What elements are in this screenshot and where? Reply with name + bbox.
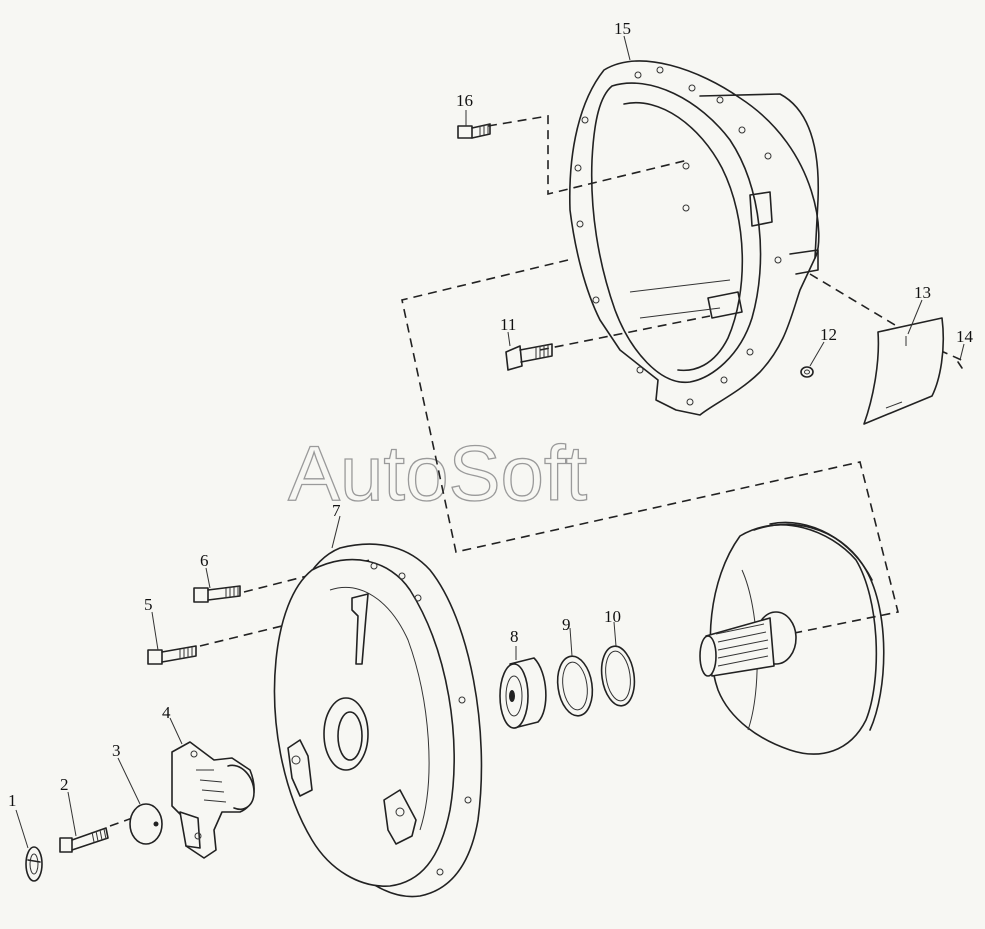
callout-3: 3 [112,741,121,760]
callout-labels: 1 2 3 4 5 6 7 8 9 10 11 12 13 14 15 16 [8,19,974,810]
cover-plate-13 [863,317,945,425]
callout-15: 15 [614,19,631,38]
callout-10: 10 [604,607,621,626]
callout-9: 9 [562,615,571,634]
callout-8: 8 [510,627,519,646]
ring-9 [556,655,594,717]
callout-6: 6 [200,551,209,570]
nut-12 [800,366,814,378]
bearing-8 [499,657,547,729]
torque-converter [699,521,885,755]
flexplate-7 [273,543,483,898]
bolt-11 [505,343,553,371]
screw-14 [957,361,963,369]
callout-16: 16 [456,91,473,110]
callout-11: 11 [500,315,516,334]
callout-7: 7 [332,501,341,520]
leader-lines [15,35,965,849]
bolt-2 [59,827,109,853]
callout-13: 13 [914,283,931,302]
lock-washer-1 [25,846,43,882]
callout-12: 12 [820,325,837,344]
bolt-6 [193,585,241,603]
callout-2: 2 [60,775,69,794]
callout-4: 4 [162,703,171,722]
callout-14: 14 [956,327,974,346]
watermark-text: AutoSoft [288,429,588,517]
bolt-5 [147,645,197,665]
callout-1: 1 [8,791,17,810]
clutch-housing [568,60,820,416]
callout-5: 5 [144,595,153,614]
yoke-4 [171,741,255,859]
ring-10 [600,645,636,707]
spacer-3 [129,803,163,845]
bolt-16 [457,123,491,139]
